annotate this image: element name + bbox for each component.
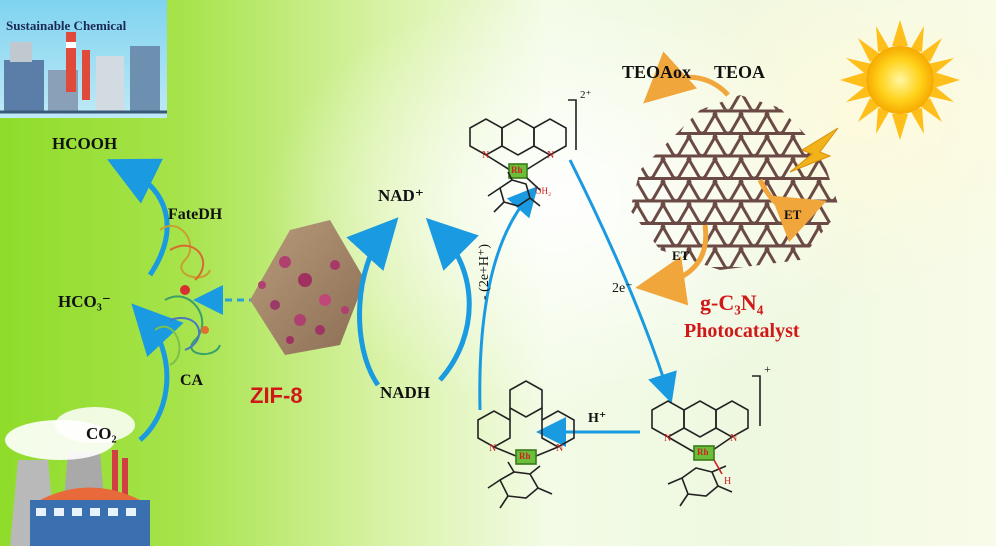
enzyme-protein-structure [154,224,221,366]
zif8-crystal [250,220,365,355]
n-atom-right-left: N [664,433,672,444]
h-plus-label: H⁺ [588,411,607,426]
n-atom-right-right: N [730,433,738,444]
rh-complex-hydride [651,375,761,507]
rh-complex-oh2 [469,99,577,213]
photo-electron-arrows [635,51,827,306]
rh-atom-right: Rh [697,447,709,457]
two-e-label: 2e⁻ [612,281,633,296]
co2-to-hcooh-arrows [107,158,184,442]
sustainable-chemical-label: Sustainable Chemical [6,18,127,33]
gc3n4-label: g-C₃N₄ [700,290,764,315]
two-electron-step-label: - (2e+H⁺) [477,243,492,300]
nad-cycle-arrows [346,217,479,387]
lightning-bolt [789,127,839,173]
nad-plus-label: NAD⁺ [378,186,424,205]
et-label-lower: ET [672,248,690,263]
catalyst-cycle-arrows [478,159,677,447]
teoa-label: TEOA [714,62,766,82]
hco3-label: HCO₃⁻ [58,292,111,311]
rh-atom-top: Rh [511,165,523,175]
charge-2plus-label: 2⁺ [580,89,592,101]
n-atom-top-left: N [482,150,490,161]
charge-plus-label: + [764,362,771,376]
photocatalyst-label: Photocatalyst [684,320,800,342]
nadh-label: NADH [380,383,431,402]
gc3n4-network [630,95,840,270]
oh2-label: OH₂ [535,186,552,196]
sun-icon [840,20,960,140]
teoaox-label: TEOAox [622,62,692,82]
et-label-upper: ET [784,207,802,222]
hydride-h-label: H [724,476,732,487]
co2-label: CO₂ [86,424,117,443]
fatedh-label: FateDH [168,206,223,223]
ca-label: CA [180,372,204,389]
n-atom-middle-right: N [556,443,564,454]
power-plant-illustration [5,407,150,546]
rh-atom-middle: Rh [519,451,531,461]
rh-complex-reduced [477,380,575,509]
hcooh-label: HCOOH [52,134,118,153]
zif8-label: ZIF-8 [250,383,303,408]
n-atom-middle-left: N [489,443,497,454]
n-atom-top-right: N [547,150,555,161]
factory-illustration [0,32,167,114]
